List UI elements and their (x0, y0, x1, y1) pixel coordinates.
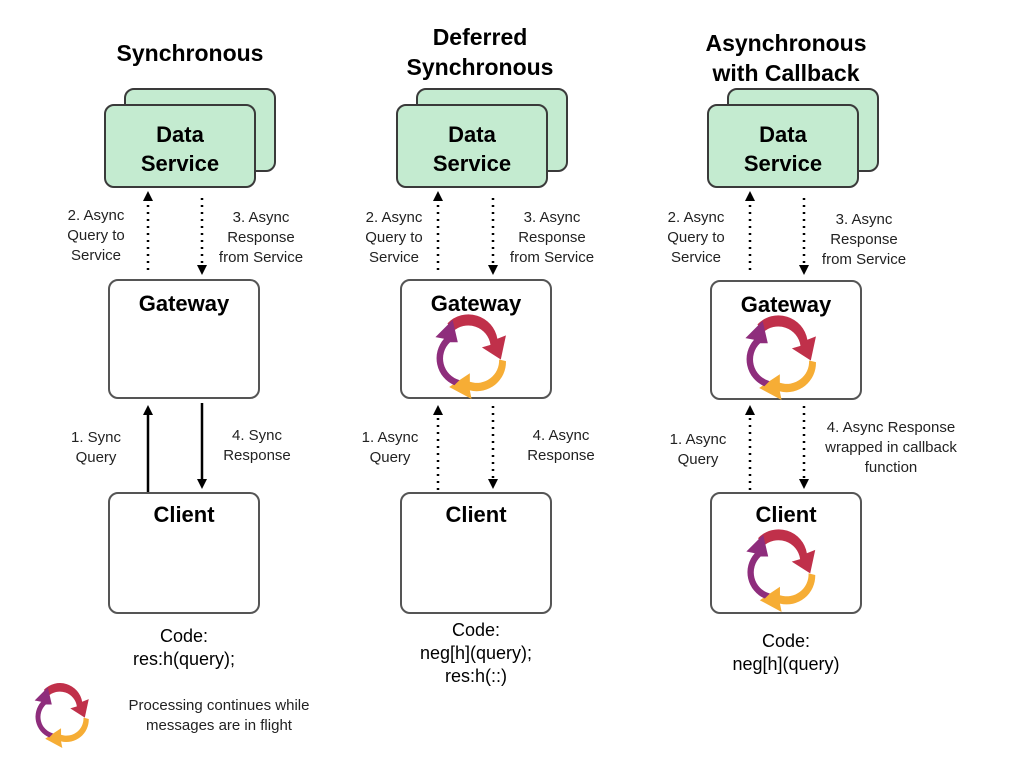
client-label: Client (153, 502, 215, 527)
async-query-label: 1. Async Query (361, 429, 419, 466)
gateway-box: Gateway (108, 279, 260, 399)
column-title-deferred-synchronous: Deferred Synchronous (406, 24, 554, 80)
async-query-label: 1. Async Query (669, 431, 727, 468)
code-snippet: Code: res:h(query); (132, 626, 236, 669)
code-snippet: Code: neg[h](query) (732, 631, 840, 674)
data-service-label: Data Service (140, 122, 220, 176)
legend-text: Processing continues while messages are … (128, 697, 310, 734)
async-cycle-icon (34, 683, 89, 748)
column-title-synchronous: Synchronous (116, 40, 264, 66)
data-service-label: Data Service (743, 122, 823, 176)
async-response-callback-label: 4. Async Response wrapped in callback fu… (825, 419, 957, 476)
async-query-to-service-label: 2. Async Query to Service (667, 209, 725, 266)
column-title-asynchronous-with-callback: Asynchronous with Callback (705, 30, 867, 86)
gateway-label: Gateway (740, 292, 832, 317)
async-response-from-service-label: 3. Async Response from Service (821, 211, 907, 268)
data-service-label: Data Service (432, 122, 512, 176)
async-query-to-service-label: 2. Async Query to Service (365, 209, 423, 266)
data-service-box: Data Service (104, 104, 256, 188)
gateway-label: Gateway (430, 291, 522, 316)
sync-query-label: 1. Sync Query (70, 429, 122, 466)
client-box: Client (400, 492, 552, 614)
async-response-label: 4. Async Response (527, 427, 595, 464)
client-label: Client (755, 502, 817, 527)
data-service-box: Data Service (707, 104, 859, 188)
gateway-box: Gateway (710, 280, 862, 400)
async-response-from-service-label: 3. Async Response from Service (509, 209, 595, 266)
client-label: Client (445, 502, 507, 527)
sync-response-label: 4. Sync Response (223, 427, 291, 464)
async-response-from-service-label: 3. Async Response from Service (218, 209, 304, 266)
client-box: Client (108, 492, 260, 614)
client-box: Client (710, 492, 862, 614)
gateway-box: Gateway (400, 279, 552, 399)
gateway-label: Gateway (138, 291, 230, 316)
async-query-to-service-label: 2. Async Query to Service (67, 207, 125, 264)
code-snippet: Code: neg[h](query); res:h(::) (419, 620, 533, 686)
data-service-box: Data Service (396, 104, 548, 188)
